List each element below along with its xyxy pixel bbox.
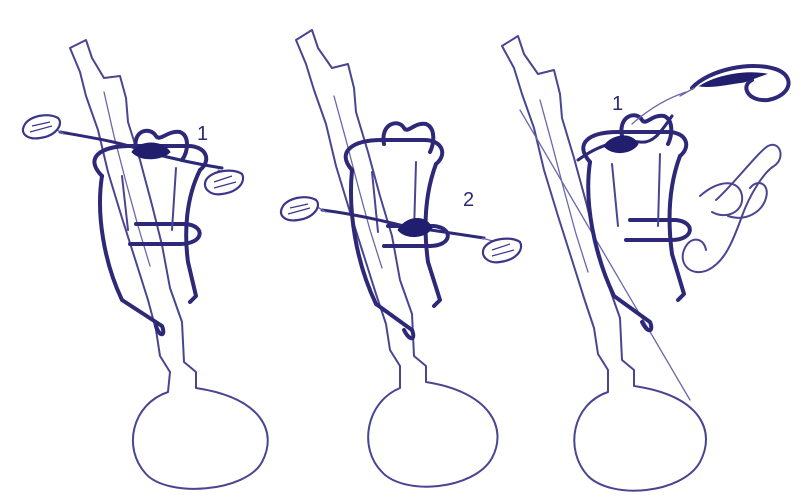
implant-right-post xyxy=(670,156,684,300)
suture-knot xyxy=(604,136,638,153)
step-label: 2 xyxy=(463,189,474,211)
implant-inner-post xyxy=(612,154,660,226)
needle-clip-right xyxy=(205,171,243,195)
needle-clip-right xyxy=(483,239,521,263)
step-label: 1 xyxy=(612,93,623,115)
implant-top-arm xyxy=(346,140,443,170)
implant-right-post xyxy=(426,164,440,306)
implant-left-post xyxy=(588,162,651,330)
curved-needle xyxy=(680,66,789,100)
suture-long-strand xyxy=(520,110,690,400)
needle-clip-left xyxy=(281,197,318,220)
bone-outline xyxy=(70,40,268,489)
panel-3: 1 xyxy=(502,36,789,491)
side-hook-loop xyxy=(683,145,781,272)
bone-outline xyxy=(296,30,497,487)
implant-left-post xyxy=(100,176,163,334)
panel-1: 1 xyxy=(23,40,268,489)
panel-2: 2 xyxy=(281,30,521,487)
implant-top-loop xyxy=(383,123,433,152)
needle-clip-left xyxy=(23,115,60,138)
step-label: 1 xyxy=(197,123,208,145)
